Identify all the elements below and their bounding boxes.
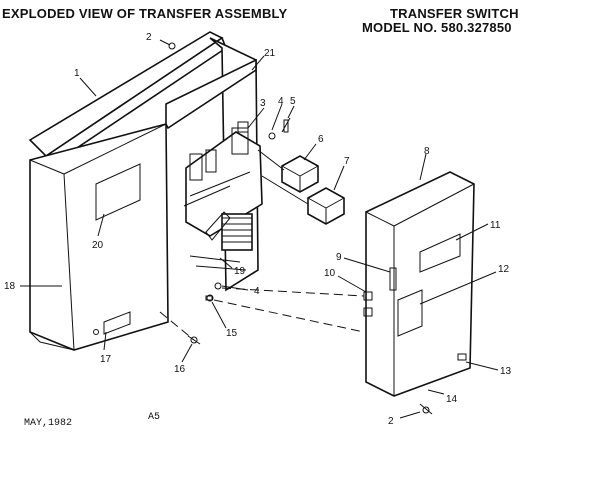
callout-8: 8 — [424, 146, 430, 157]
page-code: A5 — [148, 412, 161, 423]
print-date: MAY,1982 — [24, 418, 73, 429]
callout-10: 10 — [324, 268, 336, 279]
callout-6: 6 — [318, 134, 324, 145]
callout-5: 5 — [290, 96, 296, 107]
callout-19: 19 — [234, 266, 246, 277]
callout-4-mid: 4 — [254, 286, 260, 297]
callout-9: 9 — [336, 252, 342, 263]
diagram-title: EXPLODED VIEW OF TRANSFER ASSEMBLY — [2, 6, 288, 21]
callout-3: 3 — [260, 98, 266, 109]
callout-16: 16 — [174, 364, 186, 375]
main-housing — [28, 31, 259, 351]
model-number: MODEL NO. 580.327850 — [362, 20, 512, 35]
switch-mechanism — [183, 121, 263, 271]
callout-2-bottom: 2 — [388, 416, 394, 427]
callout-4-top: 4 — [278, 96, 284, 107]
cover-panel — [363, 171, 475, 415]
relay-6 — [281, 155, 319, 193]
callout-17: 17 — [100, 354, 112, 365]
callout-20: 20 — [92, 240, 104, 251]
callout-14: 14 — [446, 394, 458, 405]
callout-12: 12 — [498, 264, 510, 275]
callout-18: 18 — [4, 281, 16, 292]
screw-hardware — [268, 117, 291, 140]
callout-2-top: 2 — [146, 32, 152, 43]
callout-1: 1 — [74, 68, 80, 79]
callout-11: 11 — [490, 220, 501, 231]
callout-7: 7 — [344, 156, 350, 167]
callout-13: 13 — [500, 366, 512, 377]
callout-15: 15 — [226, 328, 238, 339]
callout-21: 21 — [264, 48, 276, 59]
relay-7 — [307, 187, 345, 225]
product-name: TRANSFER SWITCH — [390, 6, 519, 21]
